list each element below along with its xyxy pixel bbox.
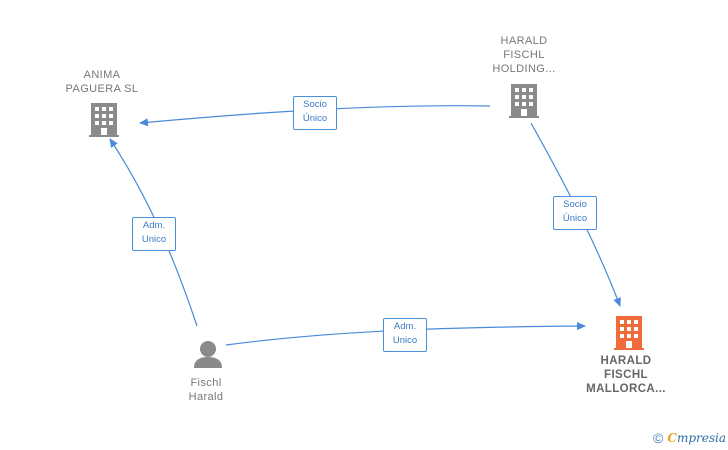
- edge-label-adm-unico: Adm. Unico: [383, 318, 427, 352]
- building-icon[interactable]: [89, 103, 119, 137]
- building-icon-highlighted[interactable]: [614, 316, 644, 350]
- node-label-mallorca[interactable]: HARALD FISCHL MALLORCA...: [586, 355, 666, 395]
- node-label-person[interactable]: Fischl Harald: [188, 377, 224, 403]
- edge-label-adm-unico: Adm. Unico: [132, 217, 176, 251]
- brand-name: Cmpresia: [667, 431, 726, 445]
- brand-watermark: © Cmpresia: [653, 430, 726, 446]
- edge-label-socio-unico: Socio Único: [553, 196, 597, 230]
- edge-label-socio-unico: Socio Único: [293, 96, 337, 130]
- copyright-icon: ©: [653, 430, 664, 446]
- node-label-holding[interactable]: HARALD FISCHL HOLDING...: [492, 35, 556, 75]
- building-icon[interactable]: [509, 84, 539, 118]
- node-label-anima[interactable]: ANIMA PAGUERA SL: [65, 69, 139, 95]
- person-icon[interactable]: [194, 341, 222, 368]
